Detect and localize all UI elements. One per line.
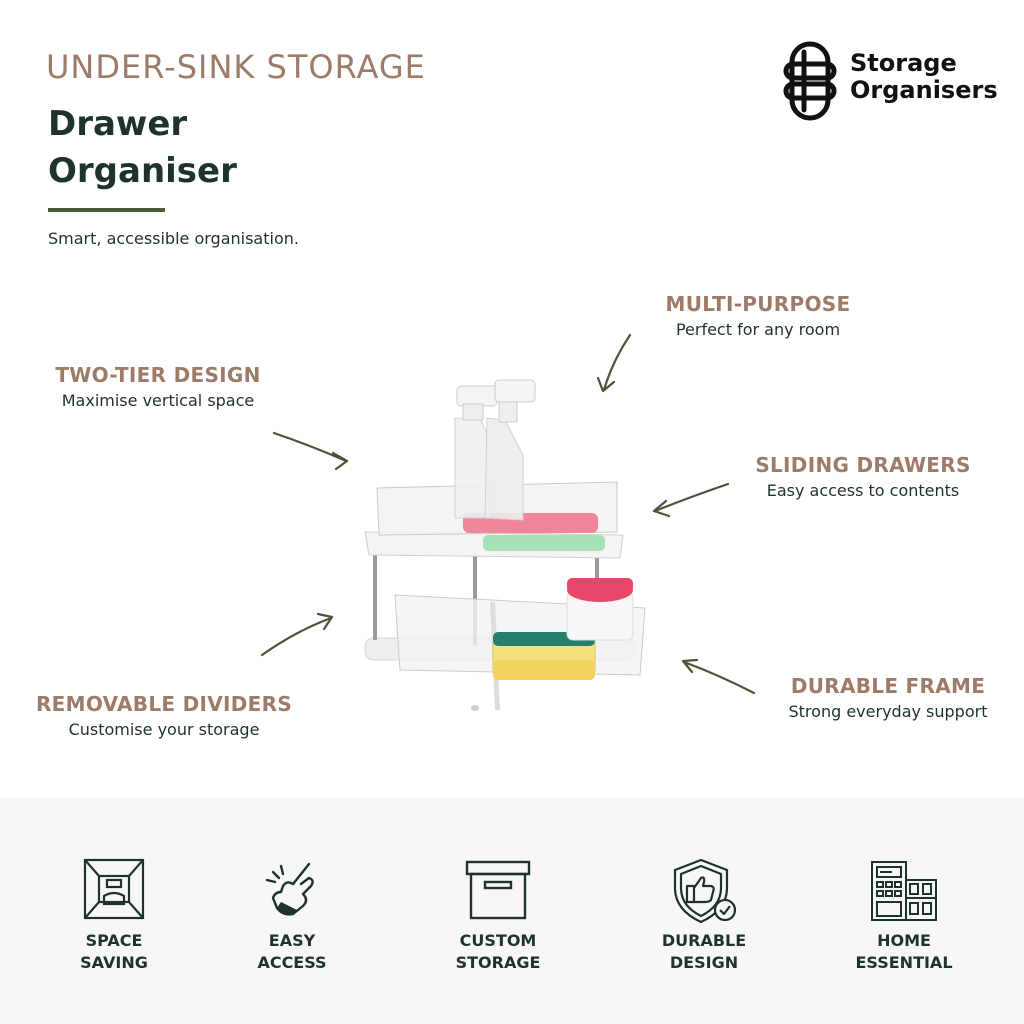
benefits-band (0, 798, 1024, 1024)
badge-label: CUSTOM STORAGE (418, 930, 578, 974)
badge-label-line-1: DURABLE (661, 931, 747, 950)
badge-label-line-1: SPACE (85, 931, 143, 950)
feature-heading: TWO-TIER DESIGN (55, 363, 261, 387)
room-space-icon (83, 858, 145, 920)
arrow-two-tier-icon (272, 431, 349, 471)
feature-two-tier-design: TWO-TIER DESIGN Maximise vertical space (40, 363, 276, 410)
badge-label-line-2: DESIGN (669, 953, 739, 972)
feature-heading: MULTI-PURPOSE (665, 292, 851, 316)
title-line-1: Drawer (48, 104, 188, 144)
badge-custom-storage: CUSTOM STORAGE (418, 858, 578, 974)
storage-box-icon (465, 860, 531, 920)
feature-heading: SLIDING DRAWERS (755, 453, 971, 477)
title-line-2: Organiser (48, 151, 237, 191)
title-divider (48, 208, 165, 212)
badge-label-line-1: EASY (268, 931, 316, 950)
badge-label-line-2: ACCESS (257, 953, 327, 972)
brand-line-2: Organisers (850, 76, 998, 104)
badge-easy-access: EASY ACCESS (212, 858, 372, 974)
badge-label-line-2: STORAGE (455, 953, 541, 972)
pointing-hand-icon (265, 862, 314, 916)
feature-removable-dividers: REMOVABLE DIVIDERS Customise your storag… (24, 692, 304, 739)
badge-label: SPACE SAVING (34, 930, 194, 974)
badge-label-line-1: CUSTOM (459, 931, 537, 950)
feature-subtext: Customise your storage (68, 720, 260, 739)
feature-heading: DURABLE FRAME (790, 674, 986, 698)
arrow-durable-frame-icon (681, 658, 756, 695)
feature-subtext: Maximise vertical space (61, 391, 255, 410)
home-cabinet-icon (871, 861, 937, 921)
interlinked-loop-logo-icon (783, 41, 837, 121)
feature-heading: REMOVABLE DIVIDERS (35, 692, 293, 716)
feature-sliding-drawers: SLIDING DRAWERS Easy access to contents (740, 453, 986, 500)
feature-subtext: Easy access to contents (766, 481, 960, 500)
shield-thumbs-up-icon (673, 858, 737, 924)
feature-subtext: Strong everyday support (788, 702, 988, 721)
arrow-removable-dividers-icon (260, 612, 334, 657)
badge-durable-design: DURABLE DESIGN (624, 858, 784, 974)
tagline: Smart, accessible organisation. (48, 229, 299, 248)
arrow-sliding-drawers-icon (652, 482, 730, 518)
brand-line-1: Storage (850, 49, 957, 77)
brand-name: Storage Organisers (850, 50, 998, 104)
badge-space-saving: SPACE SAVING (34, 858, 194, 974)
feature-subtext: Perfect for any room (675, 320, 841, 339)
badge-label-line-2: SAVING (80, 953, 148, 972)
badge-label: HOME ESSENTIAL (824, 930, 984, 974)
category-eyebrow: UNDER-SINK STORAGE (46, 48, 426, 86)
badge-label: DURABLE DESIGN (624, 930, 784, 974)
badge-home-essential: HOME ESSENTIAL (824, 858, 984, 974)
feature-durable-frame: DURABLE FRAME Strong everyday support (776, 674, 1000, 721)
drawer-organiser-product-image (364, 379, 646, 711)
badge-label-line-2: ESSENTIAL (855, 953, 953, 972)
arrow-multi-purpose-icon (596, 333, 632, 393)
callout-arrows (260, 333, 756, 695)
product-title: Drawer Organiser (48, 101, 237, 195)
badge-label: EASY ACCESS (212, 930, 372, 974)
badge-label-line-1: HOME (877, 931, 931, 950)
feature-multi-purpose: MULTI-PURPOSE Perfect for any room (640, 292, 876, 339)
